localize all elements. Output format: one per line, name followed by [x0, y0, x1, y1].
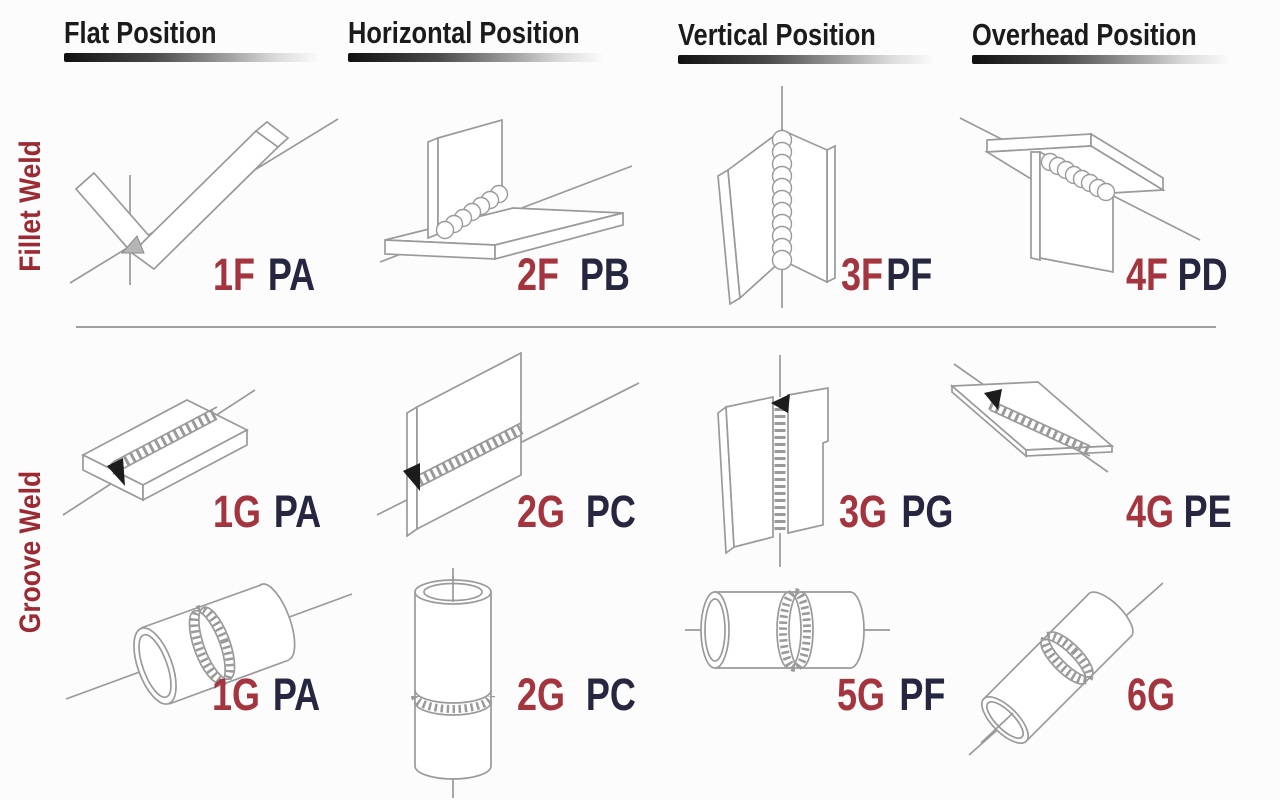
weld-bead [120, 235, 145, 254]
weld-bead [988, 399, 1092, 457]
weld-bead [776, 588, 814, 672]
fillet-tee-joint-vertical-drawing [717, 86, 836, 308]
row-divider [76, 326, 1216, 328]
header-underline [64, 53, 320, 63]
weld-bead [416, 422, 524, 488]
pipe-groove-45-degree-drawing [968, 582, 1164, 756]
pipe-groove-rotated-flat-drawing [65, 583, 353, 705]
header-underline [972, 55, 1230, 65]
plate-groove-vertical-drawing [717, 355, 829, 567]
header-underline [348, 53, 604, 63]
column-header-flat: Flat Position [64, 15, 320, 63]
column-header-label: Flat Position [64, 15, 217, 50]
weld-bead [1040, 631, 1094, 685]
groove-wedge [771, 394, 790, 413]
pipe-groove-horizontal-fixed-drawing [685, 588, 890, 672]
row-label-fillet-weld: Fillet Weld [14, 140, 47, 272]
column-header-label: Vertical Position [678, 17, 876, 52]
groove-wedge [107, 458, 125, 486]
weld-bead [1040, 152, 1116, 202]
weld-bead [188, 605, 236, 685]
plate-groove-horizontal-drawing [376, 351, 640, 538]
pipe-groove-vertical-axis-drawing [411, 568, 495, 798]
row-label-groove-weld: Groove Weld [14, 470, 47, 634]
code-6g-pipe: 6G [1127, 669, 1176, 720]
column-header-horizontal: Horizontal Position [348, 15, 630, 63]
column-header-vertical: Vertical Position [678, 17, 934, 65]
weld-bead [435, 184, 509, 240]
header-underline [678, 55, 934, 65]
groove-wedge [984, 389, 1002, 410]
weld-bead [110, 406, 220, 475]
groove-wedge [403, 463, 420, 491]
fillet-corner-joint-flat-drawing [69, 118, 339, 285]
plate-groove-flat-drawing [62, 389, 256, 516]
weld-bead [771, 129, 793, 271]
column-header-overhead: Overhead Position [972, 17, 1246, 65]
column-header-label: Overhead Position [972, 17, 1197, 52]
plate-groove-overhead-drawing [949, 363, 1115, 473]
weld-bead [411, 689, 495, 716]
column-header-label: Horizontal Position [348, 15, 580, 50]
fillet-tee-joint-horizontal-drawing [379, 118, 633, 263]
fillet-tee-joint-overhead-drawing [959, 117, 1201, 274]
